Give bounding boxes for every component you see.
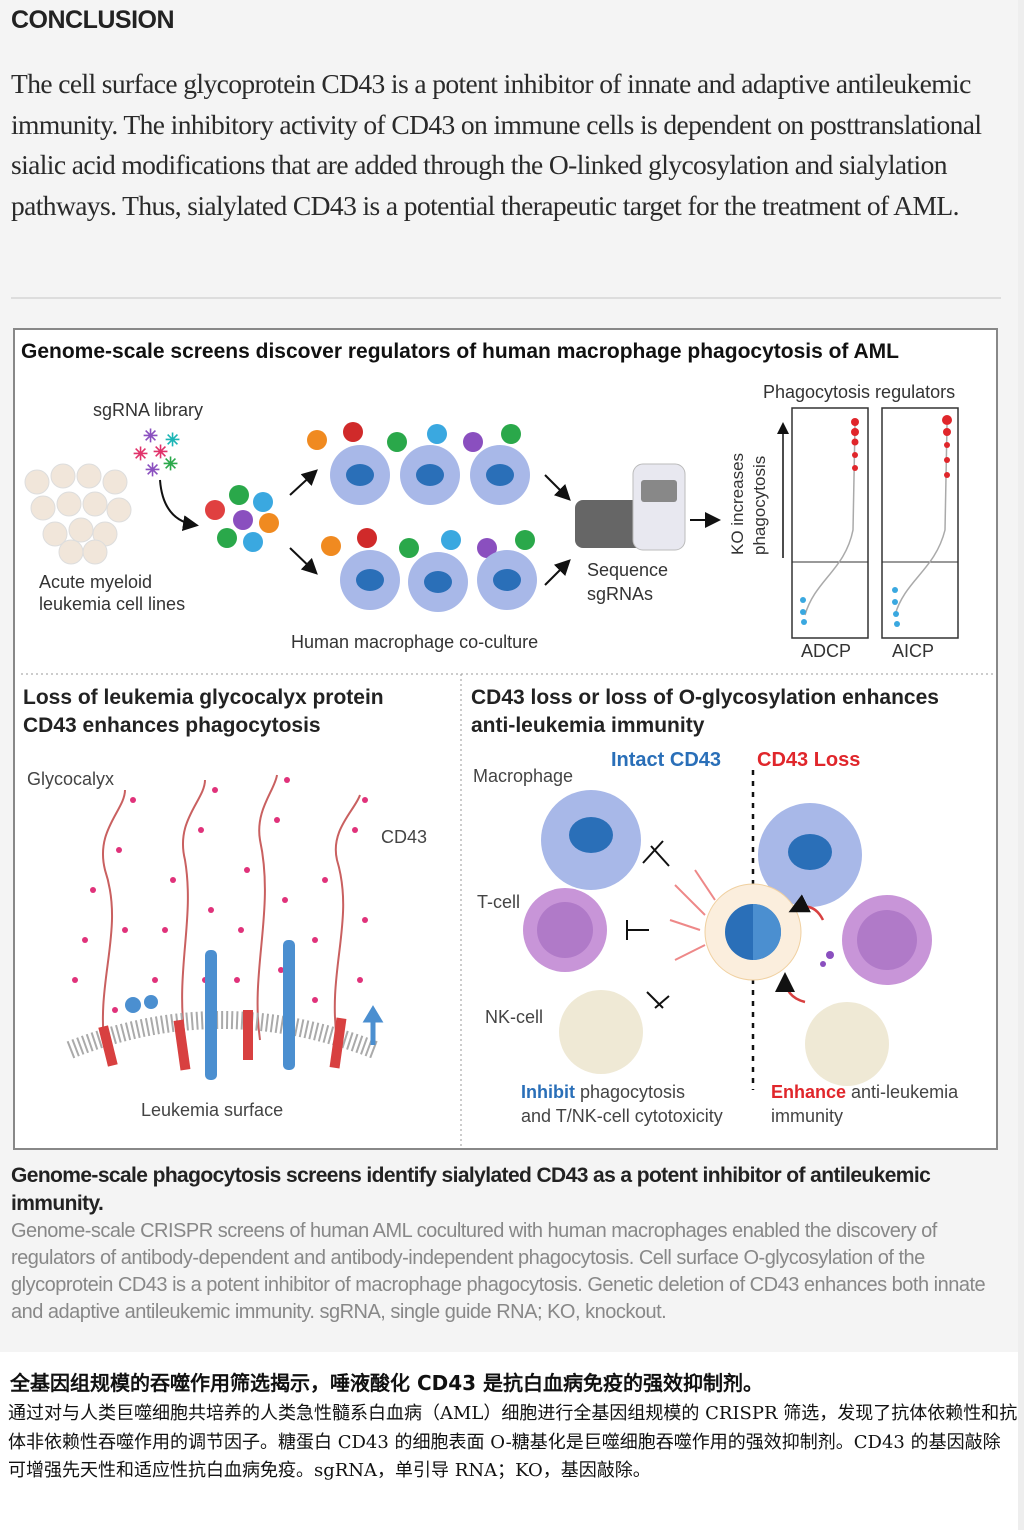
aml-cell-cluster [24,463,132,565]
adcp-label: ADCP [801,641,851,661]
macrophage-coculture-upper [307,422,530,505]
svg-text:✳: ✳ [143,426,158,446]
svg-text:✳: ✳ [163,454,178,474]
translation-body: 通过对与人类巨噬细胞共培养的人类急性髓系白血病（AML）细胞进行全基因组规模的 … [8,1403,1018,1481]
conclusion-heading: CONCLUSION [11,6,175,34]
divider [11,297,1001,299]
figure-caption-body: Genome-scale CRISPR screens of human AML… [11,1220,986,1323]
svg-text:✳: ✳ [153,442,168,462]
membrane-bilayer [66,940,384,1080]
left-panel-title-2: CD43 enhances phagocytosis [23,714,321,737]
macrophage-label: Macrophage [473,766,573,786]
arrow-icon [289,469,318,496]
nkcell-label: NK-cell [485,1007,543,1027]
scrollbar[interactable] [1018,0,1024,1530]
svg-text:✳: ✳ [133,444,148,464]
glycocalyx-illustration [101,774,361,1051]
yaxis-label-1: KO increases [728,453,747,555]
left-panel-title-1: Loss of leukemia glycocalyx protein [23,686,384,709]
right-panel-title-1: CD43 loss or loss of O-glycosylation enh… [471,686,939,709]
sgrna-library-label: sgRNA library [93,400,203,420]
inhibit-text-2: and T/NK-cell cytotoxicity [521,1106,723,1126]
conclusion-text: The cell surface glycoprotein CD43 is a … [11,68,982,221]
top-panel-title: Genome-scale screens discover regulators… [21,340,899,363]
svg-text:✳: ✳ [165,430,180,450]
transduced-cells [205,485,279,552]
graphical-abstract-figure: Genome-scale screens discover regulators… [13,328,998,1150]
arrow-icon [289,547,318,575]
sequence-label: Sequence [587,560,668,580]
yaxis-label-2: phagocytosis [750,456,769,555]
arrow-icon [544,474,571,501]
aml-label-2: leukemia cell lines [39,594,185,614]
macrophage-coculture-lower [321,528,537,612]
coculture-label: Human macrophage co-culture [291,632,538,652]
aml-label-1: Acute myeloid [39,572,152,592]
aicp-label: AICP [892,641,934,661]
immune-cells-illustration [523,790,932,1086]
arrow-icon [544,559,571,586]
intact-cd43-label: Intact CD43 [611,749,721,771]
figure-caption-title: Genome-scale phagocytosis screens identi… [11,1164,931,1215]
arrow-icon [159,479,199,532]
sgrna-library-icon: ✳✳✳✳✳✳ [133,426,180,480]
adcp-rank-plot [791,407,869,639]
enhance-text-2: immunity [771,1106,843,1126]
sgrnas-label: sgRNAs [587,584,653,604]
right-panel-title-2: anti-leukemia immunity [471,714,705,737]
inhibit-text: Inhibit phagocytosis [521,1082,685,1102]
cd43-label: CD43 [381,827,427,847]
glycocalyx-label: Glycocalyx [27,769,114,789]
regulators-label: Phagocytosis regulators [763,382,955,402]
tcell-label: T-cell [477,892,520,912]
translation-title: 全基因组规模的吞噬作用筛选揭示，唾液酸化 CD43 是抗白血病免疫的强效抑制剂。 [10,1371,764,1395]
sequencer-icon [575,463,686,551]
leukemia-surface-label: Leukemia surface [141,1100,283,1120]
svg-text:✳: ✳ [145,460,160,480]
enhance-text: Enhance anti-leukemia [771,1082,959,1102]
aicp-rank-plot [881,407,959,639]
cd43-loss-label: CD43 Loss [757,749,860,771]
